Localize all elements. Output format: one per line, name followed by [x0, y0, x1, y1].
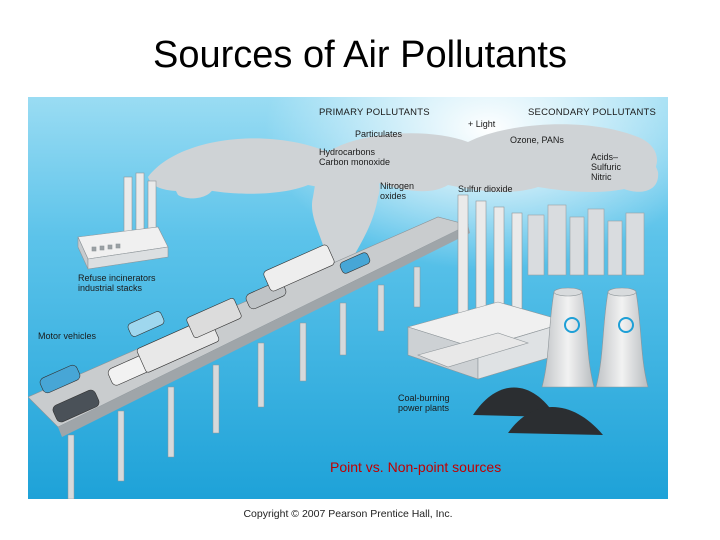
motor-vehicles-label: Motor vehicles [38, 331, 97, 341]
oxides-label: oxides [380, 191, 407, 201]
power-plants-label: power plants [398, 403, 450, 413]
slide-title: Sources of Air Pollutants [153, 34, 567, 76]
ozone-label: Ozone, PANs [510, 135, 564, 145]
secondary-pollutants-header: SECONDARY POLLUTANTS [528, 107, 657, 118]
particulates-label: Particulates [355, 129, 403, 139]
power-plant [406, 194, 570, 380]
smoke-cloud [148, 124, 659, 275]
acids-label: Acids– [591, 152, 619, 162]
diagram-illustration [28, 97, 668, 499]
distant-buildings [527, 204, 645, 276]
carbon-monoxide-label: Carbon monoxide [319, 157, 391, 167]
sulfuric-label: Sulfuric [591, 162, 622, 172]
hydrocarbons-label: Hydrocarbons [319, 147, 376, 157]
cooling-towers [541, 287, 649, 388]
refuse-incinerators-label: Refuse incinerators [78, 273, 156, 283]
nitric-label: Nitric [591, 172, 612, 182]
coal-burning-label: Coal-burning [398, 393, 450, 403]
coal-piles [473, 387, 603, 435]
light-label: + Light [468, 119, 496, 129]
air-pollution-diagram: PRIMARY POLLUTANTS SECONDARY POLLUTANTS … [28, 97, 668, 499]
nitrogen-label: Nitrogen [380, 181, 415, 191]
industrial-stacks-label: industrial stacks [78, 283, 143, 293]
sulfur-dioxide-label: Sulfur dioxide [458, 184, 513, 194]
copyright-text: Copyright © 2007 Pearson Prentice Hall, … [243, 508, 453, 520]
incinerator-factory [77, 172, 169, 270]
figure-caption: Point vs. Non-point sources [330, 459, 502, 475]
vehicles [39, 244, 371, 423]
primary-pollutants-header: PRIMARY POLLUTANTS [319, 107, 430, 118]
